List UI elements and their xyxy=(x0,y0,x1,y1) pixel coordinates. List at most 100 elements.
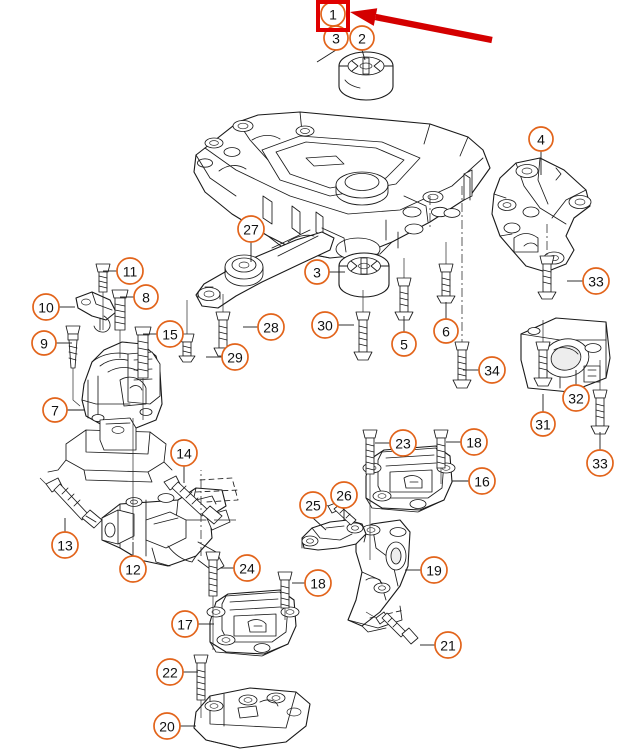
callout-label: 25 xyxy=(305,498,321,514)
bolt-31 xyxy=(533,320,553,387)
callout-circle xyxy=(304,569,332,597)
bolt-29 xyxy=(178,300,196,363)
callout-8[interactable]: 8 xyxy=(133,284,159,310)
callout-leader-lines xyxy=(56,26,601,727)
callout-17[interactable]: 17 xyxy=(171,610,199,638)
callout-label: 14 xyxy=(176,446,192,462)
callout-label: 16 xyxy=(474,474,490,490)
callout-label: 2 xyxy=(358,31,366,47)
callout-11[interactable]: 11 xyxy=(116,257,144,285)
callout-33[interactable]: 33 xyxy=(586,449,614,477)
part-gearbox-mount-bracket xyxy=(347,519,411,633)
callout-1[interactable]: 1 xyxy=(320,1,346,27)
callout-label: 23 xyxy=(395,436,411,452)
callout-label: 30 xyxy=(317,318,333,334)
callout-circle xyxy=(42,397,68,423)
callout-14[interactable]: 14 xyxy=(170,439,198,467)
callout-32[interactable]: 32 xyxy=(562,384,590,412)
callout-29[interactable]: 29 xyxy=(221,343,249,371)
callout-label: 4 xyxy=(537,132,545,148)
callout-circle xyxy=(434,631,462,659)
callout-circle xyxy=(51,531,79,559)
callout-label: 34 xyxy=(484,363,500,379)
callout-label: 1 xyxy=(329,7,337,23)
callout-18[interactable]: 18 xyxy=(304,569,332,597)
callout-10[interactable]: 10 xyxy=(32,293,60,321)
callout-label: 18 xyxy=(466,435,482,451)
bolt-33a xyxy=(537,224,557,300)
callout-circle xyxy=(156,658,184,686)
callout-circle xyxy=(32,293,60,321)
bolts-group xyxy=(39,186,610,718)
part-lower-bracket xyxy=(193,687,311,749)
callout-33[interactable]: 33 xyxy=(582,267,610,295)
bolt-21 xyxy=(365,611,419,645)
callout-label: 10 xyxy=(38,300,54,316)
bolt-30 xyxy=(353,290,373,361)
bolt-24 xyxy=(205,551,221,650)
callout-31[interactable]: 31 xyxy=(530,411,556,437)
callout-circle xyxy=(133,284,159,310)
callout-circle xyxy=(304,259,330,285)
callout-2[interactable]: 2 xyxy=(349,25,375,51)
callout-circle xyxy=(170,439,198,467)
callout-24[interactable]: 24 xyxy=(233,554,261,582)
callout-30[interactable]: 30 xyxy=(311,311,339,339)
callout-22[interactable]: 22 xyxy=(156,658,184,686)
callout-12[interactable]: 12 xyxy=(119,555,147,583)
callout-circle xyxy=(420,556,448,584)
callout-label: 20 xyxy=(159,719,175,735)
callout-circle xyxy=(237,215,265,243)
callout-19[interactable]: 19 xyxy=(420,556,448,584)
callout-16[interactable]: 16 xyxy=(468,467,496,495)
bolt-15 xyxy=(134,326,152,420)
callout-label: 24 xyxy=(239,561,255,577)
bolt-18a xyxy=(433,429,449,484)
callout-circle xyxy=(433,318,459,344)
callout-label: 33 xyxy=(588,274,604,290)
callout-13[interactable]: 13 xyxy=(51,531,79,559)
callout-circle xyxy=(221,343,249,371)
callout-leader-25 xyxy=(312,517,327,531)
callout-7[interactable]: 7 xyxy=(42,397,68,423)
callout-circle xyxy=(389,429,417,457)
callout-label: 31 xyxy=(535,417,551,433)
callout-6[interactable]: 6 xyxy=(433,318,459,344)
callout-23[interactable]: 23 xyxy=(389,429,417,457)
part-pendulum-support xyxy=(195,229,335,309)
callout-15[interactable]: 15 xyxy=(156,320,184,348)
callout-label: 3 xyxy=(332,31,340,47)
callout-circle xyxy=(468,467,496,495)
callout-9[interactable]: 9 xyxy=(31,330,57,356)
callout-circle xyxy=(299,491,327,519)
bolt-8 xyxy=(111,289,129,358)
callout-circle xyxy=(156,320,184,348)
callout-28[interactable]: 28 xyxy=(257,313,285,341)
callout-34[interactable]: 34 xyxy=(478,356,506,384)
callout-4[interactable]: 4 xyxy=(528,126,554,152)
callout-5[interactable]: 5 xyxy=(391,331,417,357)
bolt-6 xyxy=(436,242,456,304)
callout-label: 11 xyxy=(123,264,138,280)
callout-26[interactable]: 26 xyxy=(330,481,358,509)
callout-circle xyxy=(391,331,417,357)
callout-20[interactable]: 20 xyxy=(153,712,181,740)
callout-label: 32 xyxy=(568,391,584,407)
callout-label: 15 xyxy=(162,327,178,343)
callout-label: 12 xyxy=(125,562,141,578)
callout-3[interactable]: 3 xyxy=(304,259,330,285)
callout-25[interactable]: 25 xyxy=(299,491,327,519)
callout-label: 26 xyxy=(336,488,352,504)
callout-21[interactable]: 21 xyxy=(434,631,462,659)
bolt-33b xyxy=(590,360,610,435)
callout-18[interactable]: 18 xyxy=(460,428,488,456)
part-bearing-housing xyxy=(520,317,611,393)
bolt-14 xyxy=(163,475,239,525)
part-right-bracket xyxy=(491,157,592,273)
callout-circle xyxy=(562,384,590,412)
callout-label: 33 xyxy=(592,456,608,472)
callout-label: 8 xyxy=(142,290,150,306)
callout-27[interactable]: 27 xyxy=(237,215,265,243)
callout-label: 6 xyxy=(442,324,450,340)
